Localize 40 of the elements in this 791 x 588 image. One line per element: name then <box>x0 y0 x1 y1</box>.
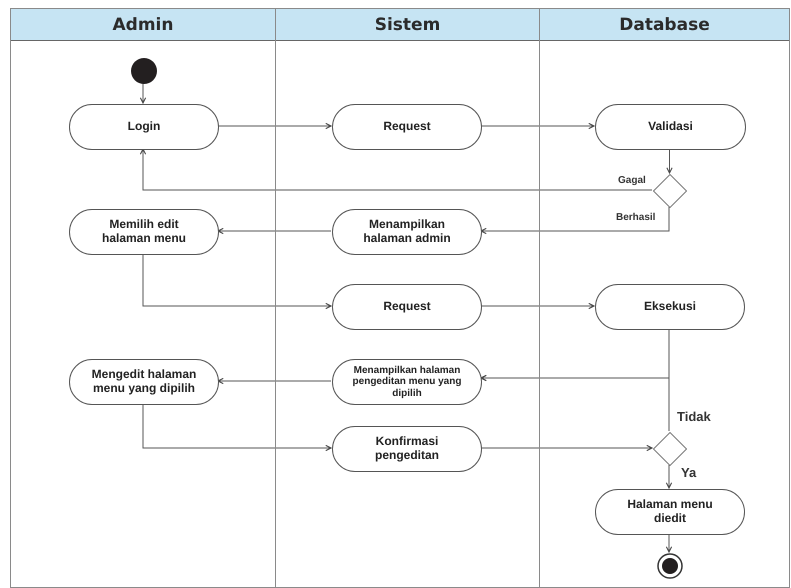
swimlane <box>10 8 276 588</box>
end-node <box>657 553 683 579</box>
arrow <box>666 534 672 553</box>
arrow <box>480 122 595 130</box>
arrow <box>140 148 652 190</box>
lane-header: Admin <box>11 9 275 41</box>
arrow <box>142 404 332 452</box>
arrow <box>666 148 673 174</box>
lane-header: Sistem <box>276 9 539 41</box>
arrow <box>218 122 332 130</box>
start-node <box>131 58 157 84</box>
activity-box: Login <box>69 104 219 150</box>
arrow <box>217 378 332 384</box>
arrow <box>480 374 670 432</box>
activity-box: Request <box>332 104 482 150</box>
decision-diamond <box>653 174 687 208</box>
arrow <box>140 82 146 104</box>
edge-label: Gagal <box>617 175 647 186</box>
arrow <box>480 302 595 310</box>
activity-box: Eksekusi <box>595 284 745 330</box>
decision-diamond <box>653 432 687 466</box>
lane-header: Database <box>540 9 789 41</box>
activity-box: Menampilkan halaman pengeditan menu yang dipilih <box>332 359 482 405</box>
activity-box: Memilih edit halaman menu <box>69 209 219 255</box>
arrow <box>480 206 670 234</box>
edge-label: Berhasil <box>615 212 656 223</box>
arrow <box>480 444 653 452</box>
arrow <box>666 464 672 489</box>
arrow <box>217 228 332 234</box>
activity-box: Mengedit halaman menu yang dipilih <box>69 359 219 405</box>
activity-box: Konfirmasi pengeditan <box>332 426 482 472</box>
swimlane <box>539 8 790 588</box>
swimlane <box>275 8 540 588</box>
activity-box: Halaman menu diedit <box>595 489 745 535</box>
activity-box: Validasi <box>595 104 746 150</box>
edge-label: Ya <box>680 466 698 480</box>
arrow <box>142 254 332 310</box>
activity-box: Menampilkan halaman admin <box>332 209 482 255</box>
edge-label: Tidak <box>676 410 712 424</box>
activity-box: Request <box>332 284 482 330</box>
